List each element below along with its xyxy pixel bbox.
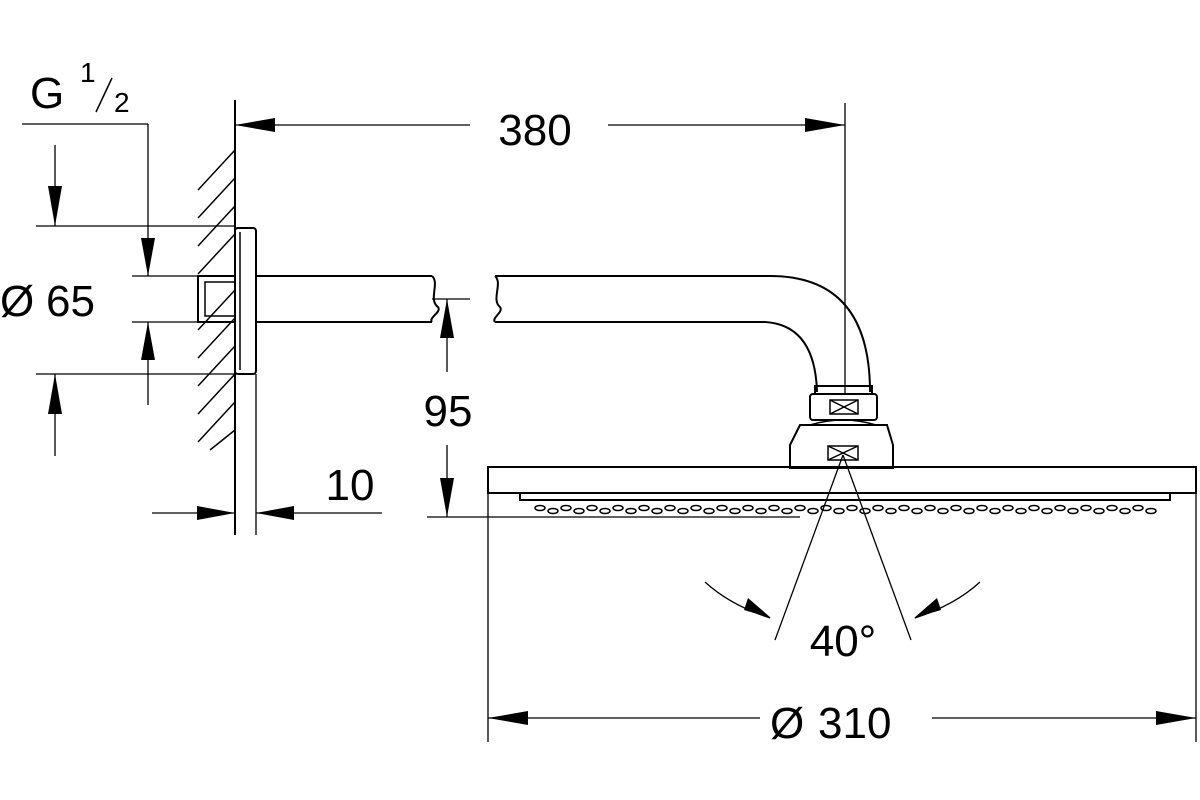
wall-hatching	[197, 149, 236, 451]
spray-nozzle	[859, 507, 871, 515]
spray-nozzle	[742, 504, 754, 512]
spray-nozzle	[534, 504, 546, 512]
dimension-drop	[427, 298, 800, 518]
spray-nozzle	[755, 507, 767, 515]
spray-nozzle	[625, 507, 637, 515]
spray-nozzle	[820, 504, 832, 512]
spray-nozzle	[1002, 504, 1014, 512]
spray-nozzle	[937, 507, 949, 515]
angle-arrow-left	[744, 598, 771, 618]
spray-nozzle	[794, 504, 806, 512]
thread-denominator: 2	[114, 87, 130, 118]
spray-nozzle	[911, 507, 923, 515]
spray-nozzle	[1145, 507, 1157, 515]
threaded-nipple	[197, 275, 235, 323]
spray-nozzle	[638, 504, 650, 512]
spray-nozzle	[651, 507, 663, 515]
spray-nozzle	[1015, 507, 1027, 515]
spray-nozzle	[703, 507, 715, 515]
spray-angle-lines	[704, 454, 981, 641]
spray-nozzle	[976, 504, 988, 512]
spray-nozzle	[963, 507, 975, 515]
label-drop: 95	[424, 387, 473, 436]
shower-head	[487, 466, 1197, 515]
spray-nozzle	[677, 507, 689, 515]
spray-nozzle	[833, 507, 845, 515]
spray-nozzle	[1028, 504, 1040, 512]
spray-nozzle	[872, 504, 884, 512]
label-spray-angle: 40°	[810, 617, 877, 666]
spray-nozzle	[560, 504, 572, 512]
label-head-diameter: Ø 310	[770, 699, 891, 748]
shower-arm	[256, 275, 871, 393]
dimension-arm-length	[235, 103, 846, 395]
spray-nozzle	[1080, 504, 1092, 512]
spray-nozzle	[729, 507, 741, 515]
label-arm-length: 380	[498, 106, 571, 155]
spray-nozzle	[781, 507, 793, 515]
flange-diameter-value: 65	[46, 277, 95, 326]
thread-base: G	[30, 69, 64, 118]
wall-flange	[234, 227, 257, 375]
angle-arrow-right	[914, 598, 941, 618]
spray-nozzle	[573, 507, 585, 515]
spray-nozzle	[690, 504, 702, 512]
spray-nozzle	[612, 504, 624, 512]
swivel-connector	[789, 385, 894, 469]
thread-numerator: 1	[80, 57, 96, 88]
spray-nozzle	[950, 504, 962, 512]
spray-nozzle	[586, 504, 598, 512]
label-wall-gap: 10	[326, 461, 375, 510]
label-thread: G 1 2	[30, 57, 130, 118]
head-diameter-symbol: Ø	[770, 699, 804, 748]
spray-nozzle	[599, 507, 611, 515]
dimension-wall-gap	[152, 374, 382, 535]
dimension-thread	[22, 123, 198, 405]
spray-nozzle	[1054, 504, 1066, 512]
head-diameter-value: 310	[818, 699, 891, 748]
spray-nozzle	[885, 507, 897, 515]
dimension-head-diameter	[487, 493, 1197, 742]
spray-nozzle	[1093, 507, 1105, 515]
spray-nozzle	[898, 504, 910, 512]
spray-nozzles	[534, 504, 1157, 515]
spray-nozzle	[664, 504, 676, 512]
spray-nozzle	[924, 504, 936, 512]
dimension-flange-diameter	[36, 145, 235, 456]
spray-nozzle	[846, 504, 858, 512]
label-flange-diameter: Ø 65	[0, 277, 95, 326]
wall	[197, 100, 236, 535]
flange-diameter-symbol: Ø	[0, 277, 34, 326]
spray-nozzle	[989, 507, 1001, 515]
spray-nozzle	[1119, 507, 1131, 515]
spray-nozzle	[1067, 507, 1079, 515]
spray-nozzle	[807, 507, 819, 515]
spray-nozzle	[716, 504, 728, 512]
spray-nozzle	[547, 507, 559, 515]
spray-nozzle	[1041, 507, 1053, 515]
spray-nozzle	[1106, 504, 1118, 512]
spray-nozzle	[768, 504, 780, 512]
spray-nozzle	[1132, 504, 1144, 512]
